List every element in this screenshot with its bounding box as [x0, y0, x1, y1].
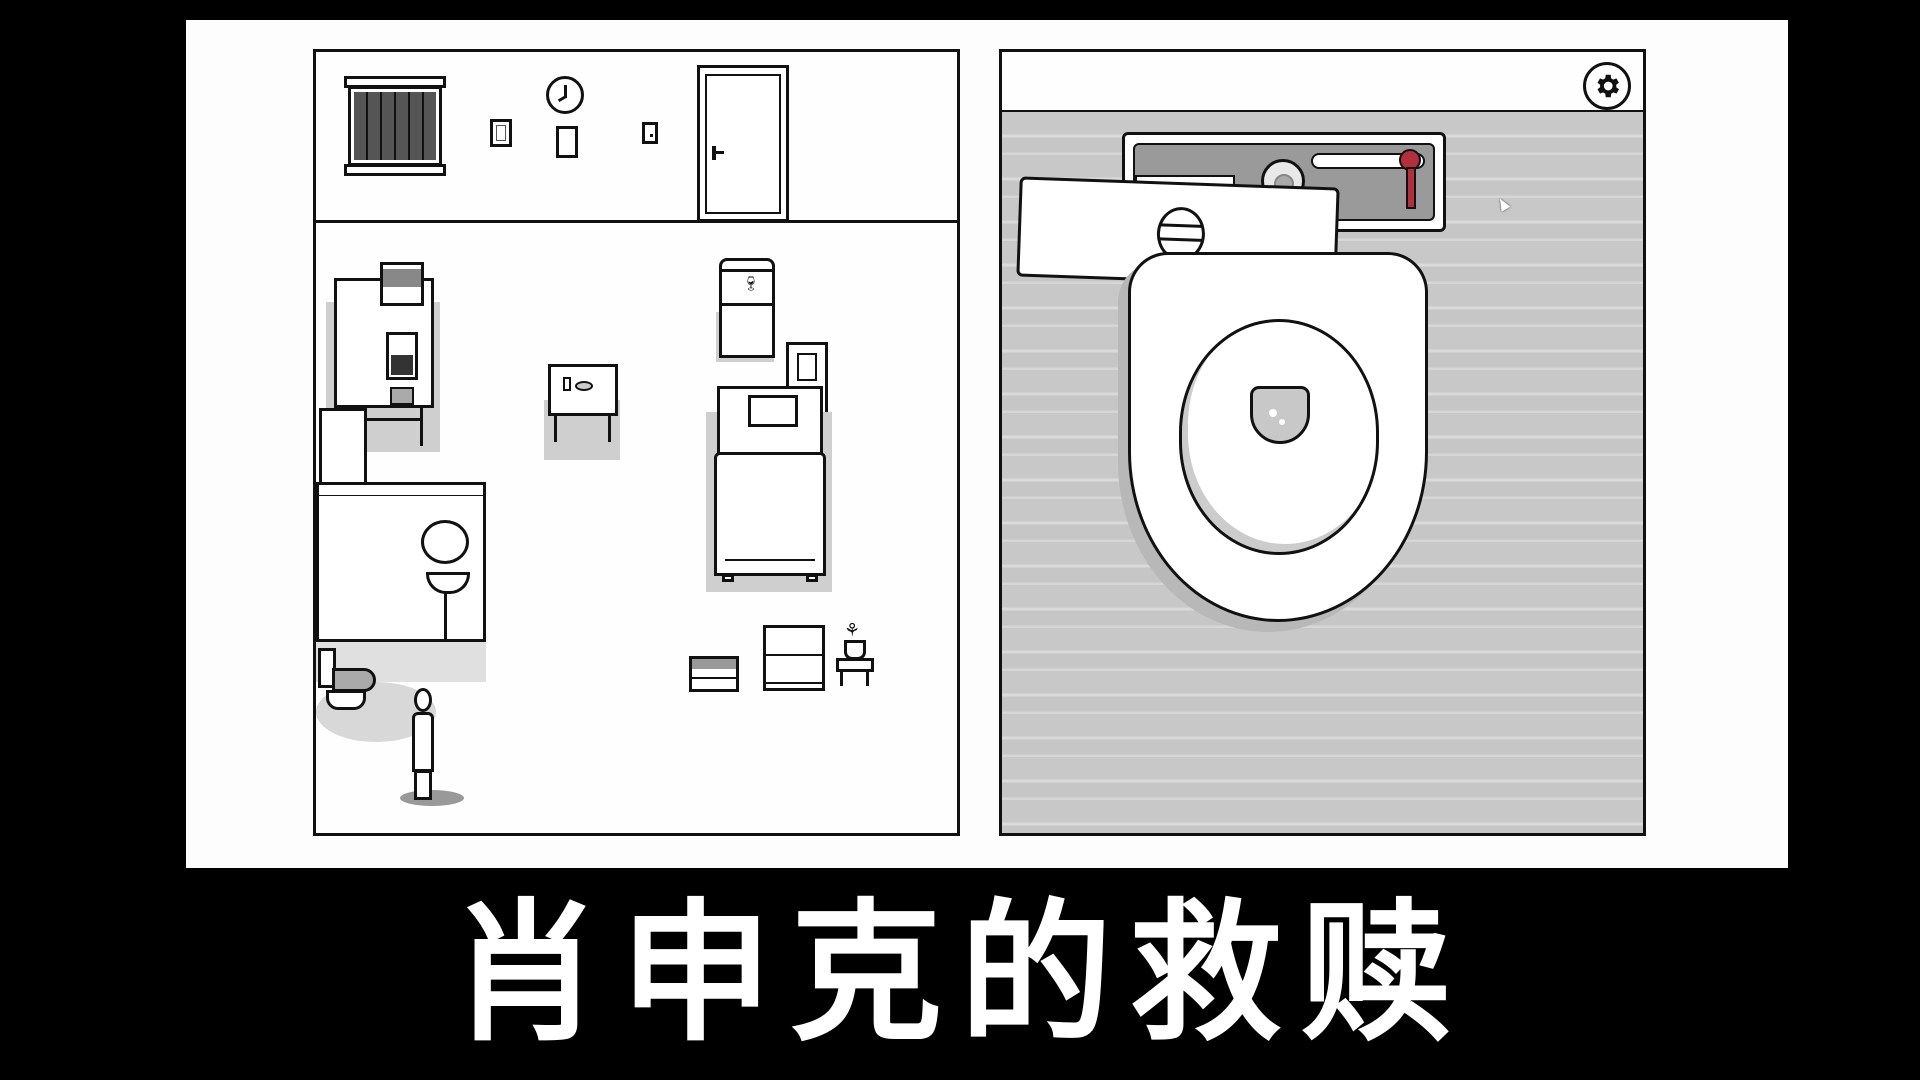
- character-head: [414, 688, 432, 712]
- toilet-closeup-panel[interactable]: [999, 49, 1646, 836]
- crate-top: [692, 659, 736, 669]
- desk-rail: [342, 418, 422, 421]
- window-bottom-sill: [344, 164, 446, 176]
- bathroom-wall: [316, 496, 486, 642]
- wardrobe-icon[interactable]: [319, 408, 367, 488]
- toilet-icon[interactable]: [318, 648, 378, 718]
- lever-arm[interactable]: [1406, 167, 1416, 209]
- cabinet-base-line: [766, 682, 822, 684]
- blanket-fold: [725, 559, 815, 561]
- water-bubble: [1269, 409, 1277, 417]
- lid-button-line-top: [1160, 223, 1203, 228]
- plant-icon[interactable]: ⚘: [832, 622, 876, 694]
- frame-inner: [496, 125, 506, 141]
- table-leg-right: [608, 414, 611, 442]
- clock-minute-hand: [564, 85, 567, 98]
- cart-icon[interactable]: 🍷︎: [719, 258, 775, 358]
- blanket[interactable]: [714, 452, 826, 576]
- table-leg-left: [554, 414, 557, 442]
- bed-leg-right: [806, 574, 818, 582]
- window-frame: [348, 86, 442, 166]
- water-bubble: [1279, 419, 1285, 425]
- bathroom-area: [316, 482, 486, 682]
- toilet-base: [326, 690, 366, 710]
- character-legs: [414, 770, 432, 800]
- table-top: [548, 364, 618, 416]
- room-overview-panel[interactable]: 🍷︎: [313, 49, 960, 836]
- cardboard-box[interactable]: [380, 262, 424, 306]
- radio[interactable]: [386, 332, 418, 380]
- radio-screen: [391, 355, 413, 375]
- stool-top: [836, 658, 874, 672]
- frame-icon[interactable]: [490, 119, 512, 147]
- table-icon[interactable]: [548, 364, 618, 454]
- clock-hour-hand: [557, 94, 568, 103]
- bed-icon[interactable]: [714, 386, 828, 582]
- cabinet-line: [766, 654, 822, 656]
- clipboard-icon[interactable]: [556, 126, 578, 158]
- cup-icon[interactable]: [563, 377, 571, 391]
- sink-pedestal: [444, 592, 447, 642]
- desk-leg-right: [420, 406, 423, 446]
- character-body: [412, 712, 434, 772]
- plant-branches-icon: ⚘: [844, 620, 861, 641]
- goblet-icon[interactable]: 🍷︎: [742, 276, 760, 292]
- door-panel: [705, 74, 781, 214]
- window-bars-icon: [354, 92, 436, 160]
- settings-button[interactable]: [1583, 62, 1631, 110]
- mirror-icon[interactable]: [421, 520, 469, 564]
- clock-icon[interactable]: [546, 76, 584, 114]
- box-inside: [383, 269, 421, 287]
- game-viewport: 🍷︎: [186, 20, 1788, 868]
- wall-divider: [316, 220, 957, 223]
- pillow-icon[interactable]: [748, 395, 798, 427]
- radio-buttons[interactable]: [390, 387, 414, 405]
- crate-line: [692, 677, 736, 679]
- cart-mid-rail: [722, 303, 772, 306]
- bed-head: [717, 386, 823, 456]
- toilet-seat-opening[interactable]: [1179, 319, 1379, 555]
- stool-leg-left: [840, 672, 843, 686]
- cart-top-rail: [722, 269, 772, 272]
- toilet-bowl-mini: [332, 668, 376, 692]
- barred-window[interactable]: [344, 76, 446, 176]
- toilet-water[interactable]: [1250, 386, 1310, 444]
- switch-dot: [650, 134, 653, 137]
- crate-icon[interactable]: [689, 656, 739, 692]
- bowl-icon[interactable]: [1128, 252, 1428, 622]
- tank-pipe: [1311, 153, 1425, 169]
- subtitle-caption: 肖申克的救赎: [450, 885, 1470, 1062]
- wall-floor-divider: [1002, 110, 1643, 113]
- bed-leg-left: [722, 574, 734, 582]
- switch-icon[interactable]: [642, 122, 658, 144]
- man-icon[interactable]: [404, 688, 444, 800]
- stool-leg-right: [866, 672, 869, 686]
- plant-pot: [844, 640, 866, 660]
- lid-button-line-bottom: [1159, 237, 1202, 242]
- cabinet-icon[interactable]: [763, 625, 825, 691]
- gear-icon: [1597, 74, 1619, 98]
- plate-icon[interactable]: [575, 381, 593, 391]
- nightstand-picture[interactable]: [797, 353, 817, 381]
- door-icon[interactable]: [697, 65, 789, 222]
- door-handle-lever: [712, 151, 724, 154]
